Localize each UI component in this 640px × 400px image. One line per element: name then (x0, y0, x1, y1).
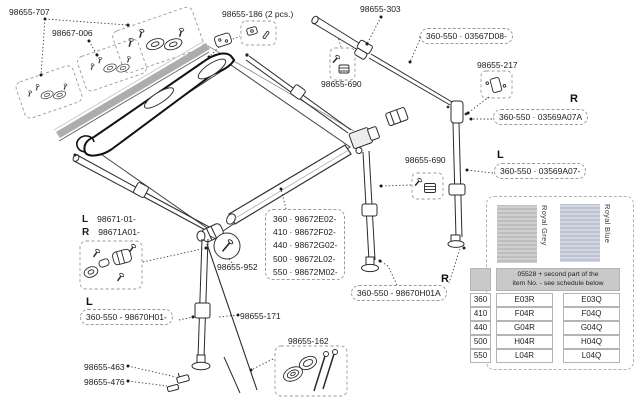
part-number-label: 98655-186 (2 pcs.) (222, 9, 294, 19)
fabric-texture-blue (560, 204, 600, 262)
fabric-texture-grey (497, 205, 537, 263)
table-cell: G04R (496, 321, 553, 335)
boxed-part-number: 360-550 · 03569A07- (494, 163, 587, 179)
part-number-label: 98655-690 (405, 155, 446, 165)
table-cell: 360 (470, 293, 491, 307)
rear-right-leg (446, 100, 468, 250)
part-number-label: 98671A01- (98, 227, 140, 237)
part-number-label: 98655-952 (217, 262, 258, 272)
right-rafter-arm (245, 53, 352, 134)
table-cell: H04Q (563, 335, 620, 349)
part-number-label: 98655-217 (477, 60, 518, 70)
part-number-label: 98667-006 (52, 28, 93, 38)
lead-bar-profile (76, 52, 236, 157)
fabric-swatch-royal-blue: Royal Blue (560, 204, 612, 262)
side-marker: R (82, 227, 90, 238)
size-list-line: 500 · 98672L02- (273, 253, 336, 264)
part-number-label: 98655-171 (240, 311, 281, 321)
table-cell: 440 (470, 321, 491, 335)
part-number-label: 98655-476 (84, 377, 125, 387)
table-cell: E03Q (563, 293, 620, 307)
size-list-line: 410 · 98672F02- (273, 227, 336, 238)
table-cell: 500 (470, 335, 491, 349)
gear-end-assembly (348, 126, 380, 154)
size-list-line: 360 · 98672E02- (273, 214, 337, 224)
part-number-label: 98655-303 (360, 4, 401, 14)
table-cell: L04Q (563, 349, 620, 363)
table-header-line2: item No. - see schedule below (512, 279, 604, 287)
side-marker: L (86, 296, 93, 308)
tension-rafter-pole (206, 243, 258, 394)
leader-lines (40, 16, 494, 387)
table-cell: E03R (496, 293, 553, 307)
fabric-swatch-royal-grey: Royal Grey (497, 205, 549, 263)
roller-tube (226, 144, 352, 225)
boxed-part-number: 360-550 · 03567D08- (420, 28, 513, 44)
wall-bracket-clamp (385, 107, 409, 126)
part-number-label: 98655-463 (84, 362, 125, 372)
roller-size-list: 360 · 98672E02- 410 · 98672F02- 440 · 9867… (265, 209, 345, 280)
lr-part-number: R 98671A01- (82, 227, 140, 238)
table-header-line1: 05528 + second part of the (517, 271, 599, 279)
side-marker: L (82, 214, 89, 225)
mounting-kit-boxes (15, 6, 204, 119)
part-number-label: 98655-690 (321, 79, 362, 89)
hardware-callout-boxes (79, 20, 513, 397)
part-number-label: 98671-01- (97, 214, 136, 224)
table-cell: H04R (496, 335, 553, 349)
table-cell: L04R (496, 349, 553, 363)
side-marker: L (497, 149, 504, 161)
ground-feet-parts (166, 372, 190, 393)
part-number-label: 98655-162 (288, 336, 329, 346)
size-list-line: 550 · 98672M02- (273, 266, 338, 277)
table-header-cell: 05528 + second part of the item No. - se… (496, 268, 620, 291)
side-marker: R (441, 273, 449, 285)
part-number-label: 98655-707 (9, 7, 50, 17)
table-cell: 550 (470, 349, 491, 363)
lr-part-number: L 98671-01- (82, 214, 136, 225)
front-left-leg (191, 238, 211, 371)
front-right-leg (361, 150, 379, 273)
size-list-line: 440 · 98672G02- (273, 240, 338, 251)
boxed-part-number: 360-550 - 98670H01A (351, 285, 447, 301)
swatch-name-grey: Royal Grey (540, 205, 549, 246)
boxed-part-number: 360-550 · 03569A07A (493, 109, 589, 125)
boxed-part-number: 360-550 - 98670H01- (80, 309, 173, 325)
table-cell: 410 (470, 307, 491, 321)
table-cell: G04Q (563, 321, 620, 335)
fabric-code-table: 05528 + second part of the item No. - se… (470, 268, 622, 365)
left-rafter-arm (72, 154, 214, 234)
table-cell: F04R (496, 307, 553, 321)
screw-detail-magnifier (209, 232, 241, 260)
awning-case-rail (53, 40, 355, 142)
table-cell: F04Q (563, 307, 620, 321)
swatch-name-blue: Royal Blue (603, 204, 612, 244)
table-corner-cell (470, 268, 491, 291)
side-marker: R (570, 93, 578, 105)
